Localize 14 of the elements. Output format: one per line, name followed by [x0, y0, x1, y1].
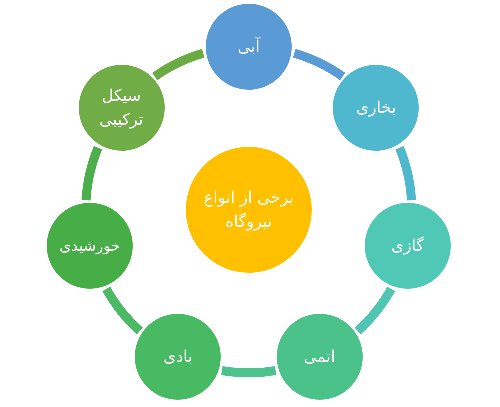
node-label: برخی از انواع نیروگاه — [202, 187, 295, 233]
node-label: خورشیدی — [58, 236, 122, 258]
ring-connector — [354, 286, 396, 334]
ring-connector — [82, 146, 102, 201]
ring-connector — [222, 366, 276, 378]
ring-connector — [293, 49, 346, 81]
node-label: بادی — [162, 346, 194, 368]
node-label: سیکل ترکیبی — [98, 85, 144, 132]
node-label: آبی — [236, 36, 262, 58]
node-label: اتمی — [302, 346, 336, 368]
node-label: بخاری — [355, 97, 398, 120]
node-label: گازی — [390, 235, 426, 258]
ring-connector — [396, 146, 416, 201]
ring-connector — [102, 286, 144, 334]
